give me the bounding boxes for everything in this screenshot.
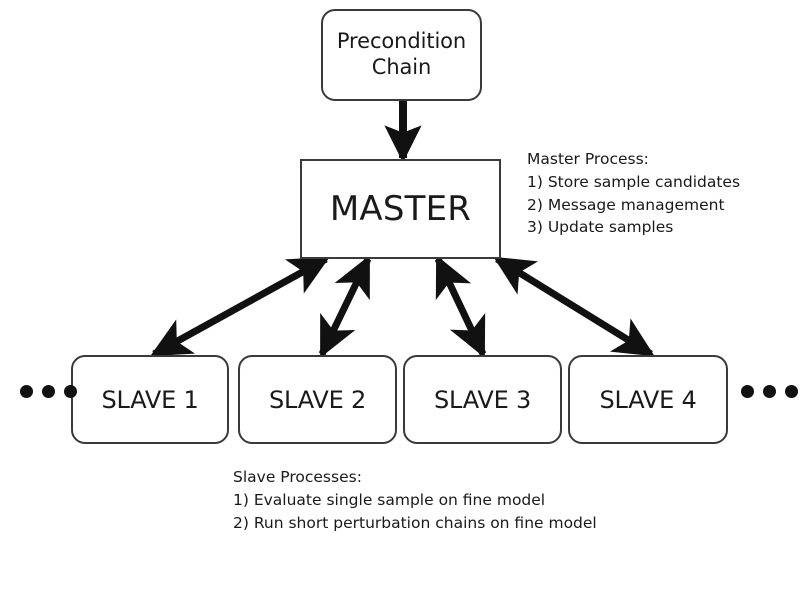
node-slave-4-label: SLAVE 4 (599, 385, 697, 414)
annotation-master-item-2: 2) Message management (527, 195, 725, 214)
annotation-slave-item-1: 1) Evaluate single sample on fine model (233, 490, 546, 509)
node-slave-3-label: SLAVE 3 (433, 385, 532, 414)
node-slave-1-label: SLAVE 1 (101, 385, 199, 414)
annotation-master-process: Master Process: 1) Store sample candidat… (527, 148, 740, 239)
ellipsis-dot (20, 385, 33, 398)
ellipsis-dot (785, 385, 798, 398)
node-master[interactable]: MASTER (300, 159, 501, 259)
ellipsis-dot (741, 385, 754, 398)
annotation-master-title: Master Process: (527, 150, 649, 168)
annotation-slave-processes: Slave Processes: 1) Evaluate single samp… (233, 466, 597, 534)
node-precondition-chain[interactable]: Precondition Chain (321, 9, 482, 101)
node-precondition-line-2: Chain (371, 55, 432, 79)
node-slave-4[interactable]: SLAVE 4 (568, 355, 728, 444)
node-master-label: MASTER (329, 189, 472, 229)
node-slave-1[interactable]: SLAVE 1 (71, 355, 229, 444)
ellipsis-dot (763, 385, 776, 398)
ellipsis-dot (64, 385, 77, 398)
edge-master-to-slave-3 (434, 255, 487, 358)
edge-master-to-slave-4 (493, 256, 655, 357)
ellipsis-left-icon (20, 385, 77, 398)
edge-master-to-slave-1 (150, 255, 330, 358)
node-slave-2[interactable]: SLAVE 2 (238, 355, 397, 444)
node-precondition-label: Precondition Chain (337, 29, 466, 80)
annotation-master-item-1: 1) Store sample candidates (527, 172, 741, 191)
annotation-slave-title: Slave Processes: (233, 468, 362, 486)
annotation-slave-item-2: 2) Run short perturbation chains on fine… (233, 513, 597, 532)
annotation-master-item-3: 3) Update samples (527, 218, 674, 237)
node-slave-3[interactable]: SLAVE 3 (403, 355, 562, 444)
edge-master-to-slave-2 (318, 255, 372, 358)
node-slave-2-label: SLAVE 2 (268, 385, 367, 414)
ellipsis-right-icon (741, 385, 798, 398)
node-precondition-line-1: Precondition (336, 29, 467, 54)
ellipsis-dot (42, 385, 55, 398)
